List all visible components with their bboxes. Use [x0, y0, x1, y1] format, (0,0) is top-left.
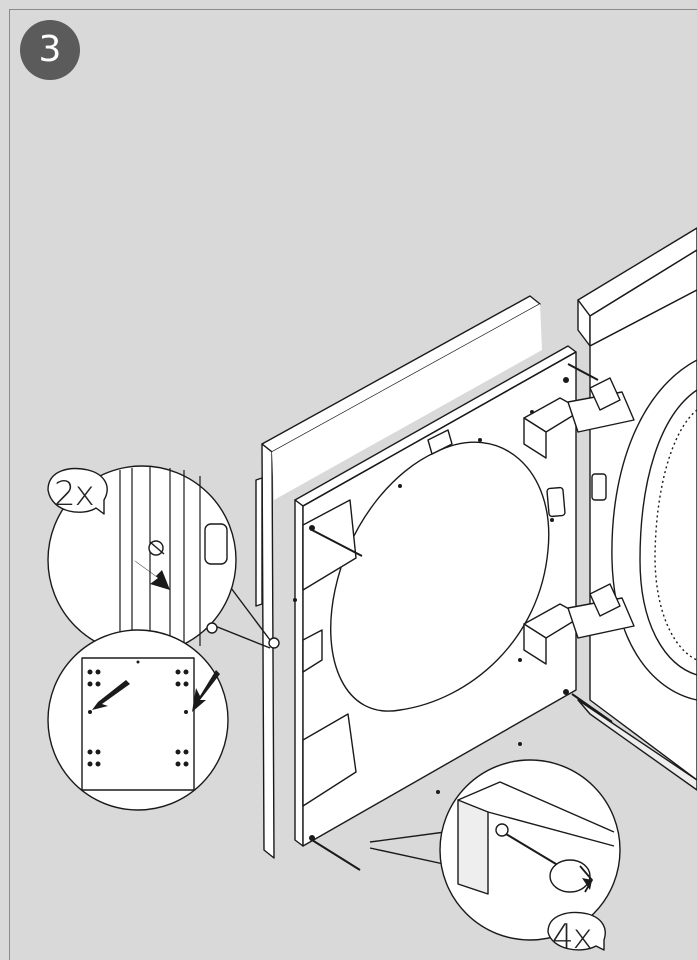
door-latch	[591, 473, 607, 501]
upper-hinge	[523, 377, 635, 459]
quantity-label-4x: 4x	[552, 917, 593, 957]
count-bubble-4x	[547, 911, 606, 951]
frame-screws	[311, 363, 613, 871]
quantity-label-2x: 2x	[54, 474, 95, 514]
zoom-circle-bottom	[439, 759, 621, 941]
screwdriver-icon	[549, 859, 591, 893]
focus-screw	[268, 637, 280, 649]
step-number-badge: 3	[20, 20, 80, 80]
door-frame	[294, 345, 577, 847]
step-number: 3	[38, 29, 62, 70]
lower-hinge	[523, 583, 635, 665]
washing-machine	[577, 227, 697, 791]
cover-panel	[255, 295, 542, 859]
arrow-icon	[134, 560, 170, 590]
arrow-icon	[92, 680, 130, 710]
zoom-circle-top	[47, 465, 237, 655]
arrow-icon	[192, 670, 220, 712]
zoom-circle-panel	[47, 629, 229, 811]
frame-holes	[293, 377, 569, 841]
count-bubble-2x	[47, 467, 108, 515]
illustration-frame	[9, 9, 697, 960]
